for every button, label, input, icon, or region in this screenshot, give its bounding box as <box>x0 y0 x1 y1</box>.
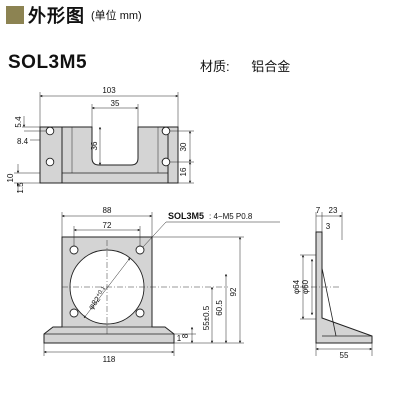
dim-55: 55±0.5 <box>202 305 211 330</box>
callout-spec: : 4−M5 P0.8 <box>209 212 253 221</box>
header: 外形图 (单位 mm) <box>6 4 142 26</box>
dim-30: 30 <box>179 142 188 151</box>
callout-model: SOL3M5 <box>168 211 204 221</box>
callout-leader <box>142 221 167 248</box>
dim-phi60: φ60 <box>301 279 310 294</box>
side-view-body <box>315 231 373 344</box>
dim-36: 36 <box>90 141 99 150</box>
front-view-m5-hole <box>69 245 79 255</box>
dim-3: 3 <box>326 222 331 231</box>
header-square-icon <box>6 6 24 24</box>
material-value: 铝合金 <box>251 59 291 74</box>
dim-92: 92 <box>229 287 238 296</box>
dim-8-4: 8.4 <box>17 137 29 146</box>
dim-1: 1 <box>177 334 182 343</box>
dim-1-5: 1.5 <box>16 182 25 194</box>
page-title: 外形图 <box>28 6 85 26</box>
dim-72: 72 <box>103 221 112 230</box>
dim-10: 10 <box>6 173 15 182</box>
top-view-hole-left-top <box>45 126 55 136</box>
material-info: 材质: 铝合金 <box>200 56 290 75</box>
front-view-m5-hole <box>135 245 145 255</box>
top-view-hole-left-bottom <box>45 157 55 167</box>
top-view-right-flange <box>167 126 179 184</box>
top-view-hole-right-bottom <box>161 157 171 167</box>
dim-118: 118 <box>103 355 116 364</box>
dim-60-5: 60.5 <box>215 300 224 316</box>
side-view-gusset <box>321 267 337 337</box>
top-view-body <box>61 126 169 184</box>
top-view-left-flange <box>39 126 63 184</box>
dim-phi64: φ64 <box>292 279 301 294</box>
dim-5-4: 5.4 <box>14 116 23 128</box>
dim-7: 7 <box>316 206 321 215</box>
material-label: 材质: <box>200 59 230 74</box>
dim-35: 35 <box>111 99 120 108</box>
side-view: 7 23 3 φ64 φ60 55 <box>292 206 373 360</box>
top-view: 103 35 36 5.4 8.4 30 16 10 1.5 <box>6 86 194 194</box>
unit-note: (单位 mm) <box>91 10 142 22</box>
bore-diameter-leader <box>83 257 131 319</box>
top-view-hole-right-top <box>161 126 171 136</box>
dim-55-side: 55 <box>340 351 349 360</box>
model-name: SOL3M5 <box>8 52 88 73</box>
front-view: φ82+0.1 88 72 SOL3M5 : 4−M5 P0.8 92 60.5… <box>43 206 280 364</box>
front-view-m5-hole <box>135 308 145 318</box>
dim-88: 88 <box>103 206 112 215</box>
dim-16: 16 <box>179 167 188 176</box>
front-view-m5-hole <box>69 308 79 318</box>
dim-8: 8 <box>181 333 190 338</box>
dim-23: 23 <box>329 206 338 215</box>
dim-103: 103 <box>102 86 116 95</box>
